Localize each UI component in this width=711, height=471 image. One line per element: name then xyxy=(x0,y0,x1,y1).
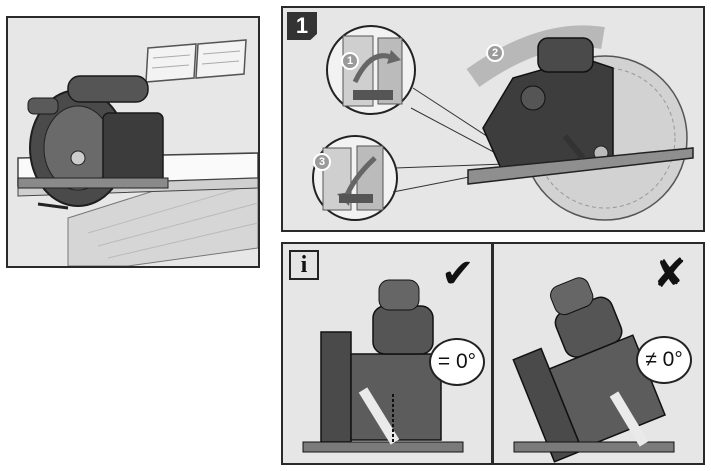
circular-saw-icon xyxy=(17,75,169,210)
correct-setting-illustration xyxy=(302,279,464,453)
saw-on-guide-rail-panel xyxy=(6,16,260,268)
step-1-panel: 1 xyxy=(281,6,705,232)
circular-saw-icon xyxy=(302,279,464,453)
info-icon: i xyxy=(289,250,319,280)
bevel-adjust-illustration xyxy=(312,25,694,221)
info-panel: i = 0° ✔ ≠ 0° ✘ xyxy=(281,242,705,465)
bevel-lever-icon xyxy=(353,90,393,100)
step-circle-1: 1 xyxy=(341,52,359,70)
panel-divider xyxy=(491,244,494,463)
angle-nonzero-label: ≠ 0° xyxy=(636,336,692,384)
zoom-detail-top xyxy=(326,25,416,115)
zoom-detail-bottom xyxy=(312,135,398,221)
step-circle-3: 3 xyxy=(313,153,331,171)
step-number-badge: 1 xyxy=(287,12,317,40)
circular-saw-icon xyxy=(466,25,694,221)
check-mark-icon: ✔ xyxy=(441,251,475,297)
cross-mark-icon: ✘ xyxy=(653,251,687,297)
incorrect-setting-illustration xyxy=(512,277,675,463)
wood-boards-icon xyxy=(145,39,247,83)
step-circle-2: 2 xyxy=(486,44,504,62)
saw-on-rail-illustration xyxy=(17,39,258,266)
angle-zero-label: = 0° xyxy=(429,338,485,386)
